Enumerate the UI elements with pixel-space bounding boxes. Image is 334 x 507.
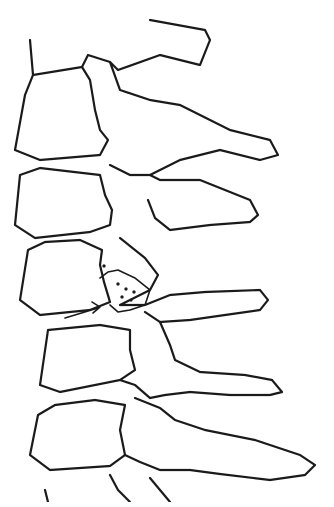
- lesion-dot: [102, 264, 105, 267]
- vertebra-2-body: [15, 67, 108, 160]
- vertebra-5-process: [120, 322, 282, 398]
- vertebra-2: [15, 62, 278, 175]
- vertebra-7: [45, 475, 170, 502]
- vertebra-3-body: [15, 168, 112, 238]
- lesion-dot: [124, 287, 127, 290]
- lesion-dot: [116, 282, 119, 285]
- vertebra-3-process: [148, 175, 258, 230]
- vertebra-1: [30, 20, 210, 75]
- lesion-dot: [120, 295, 123, 298]
- vertebra-5-body: [40, 325, 135, 392]
- vertebra-3: [15, 168, 258, 238]
- vertebra-4-process: [120, 238, 268, 322]
- vertebra-4: [20, 238, 268, 322]
- vertebra-6-process: [125, 398, 315, 480]
- vertebra-5: [40, 322, 282, 398]
- vertebra-6-body: [30, 400, 125, 470]
- vertebra-7-outline: [45, 475, 170, 502]
- lesion-dot: [132, 290, 135, 293]
- lesion-dot: [129, 298, 132, 301]
- vertebra-4-body: [20, 240, 110, 315]
- vertebra-1-outline: [30, 20, 210, 75]
- vertebra-2-process: [110, 62, 278, 175]
- vertebra-6: [30, 398, 315, 480]
